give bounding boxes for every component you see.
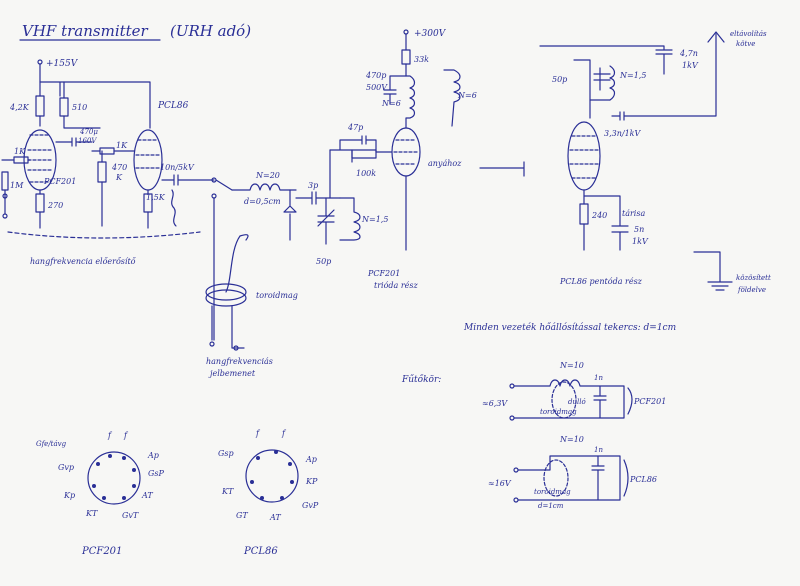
coil-n20-label: N=20: [255, 171, 280, 180]
pcf201-pin-gvp: Gvp: [58, 463, 74, 472]
modulator-section: N=20 d=0,5cm 3p 50p N=1,5 toroidmag hang…: [205, 171, 388, 378]
supply-155v-label: +155V: [46, 59, 79, 69]
heater2-diameter: d=1cm: [538, 502, 564, 510]
ground-label: közösített: [736, 274, 771, 282]
heater1-tube: PCF201: [633, 397, 666, 406]
tube-pcf201-osc-label2: trióda rész: [374, 281, 419, 290]
pcf201-base-label: PCF201: [81, 546, 122, 557]
cap-47p-label: 47p: [347, 123, 363, 132]
coil-n6b-label: N=6: [457, 91, 477, 100]
resistor-4-2k: [35, 95, 45, 117]
winding-note: Minden vezeték hőállósítással tekercs: d…: [463, 322, 676, 333]
resistor-100k-label: 100k: [356, 169, 376, 178]
resistor-1k-label: 1K: [116, 141, 128, 150]
pcf201-pin-kp: Kp: [63, 491, 75, 500]
resistor-510-label: 510: [72, 103, 87, 112]
cap-3p-label: 3p: [308, 181, 318, 190]
antenna-label: eltávolítás: [730, 30, 767, 38]
cap-50p-b-label: 50p: [552, 75, 567, 84]
audio-preamp-section: +155V 4,2K 510 470μ 160V PCF201 1K 1M 27…: [1, 59, 215, 266]
heater1-dash: dulló: [568, 398, 586, 406]
pcf201-pin-gfe: Gfe/távg: [36, 440, 67, 448]
tube-pcl86-preamp: [133, 129, 163, 191]
heater2-voltage: ≈16V: [488, 479, 512, 488]
coil-n1-5-label: N=1,5: [361, 215, 388, 224]
tarisa-label: tárisa: [622, 209, 645, 218]
tube-pcf201-osc-label: PCF201: [367, 269, 400, 278]
audio-input-label: hangfrekvenciás: [206, 357, 273, 366]
pcf201-pin-gvt: GvT: [122, 511, 139, 520]
coil-n1-5b-label: N=1,5: [619, 71, 646, 80]
heater2-turns: N=10: [559, 435, 584, 444]
pcl86-pin-kt: KT: [221, 487, 234, 496]
pcl86-pentode-label: PCL86 pentóda rész: [559, 277, 643, 286]
pcf201-pin-f2: f: [123, 431, 129, 440]
power-amp-section: 4,7n 1kV 50p N=1,5 eltávolítás kötve 3,3…: [539, 30, 771, 294]
pcl86-pin-gvp: GvP: [302, 501, 319, 510]
pcf201-pinout: Gfe/távg f f Ap Gvp GsP Kp AT KT GvT PCF…: [36, 431, 164, 557]
title-paren: (URH adó): [170, 22, 251, 40]
antenna-label2: kötve: [736, 40, 755, 48]
cap-5n-voltage: 1kV: [632, 237, 649, 246]
heater1-core: toroidmag: [540, 408, 577, 416]
cap-50p-label: 50p: [316, 257, 331, 266]
title: VHF transmitter: [22, 22, 149, 40]
resistor-240-label: 240: [591, 211, 607, 220]
coil-n6-label: N=6: [381, 99, 401, 108]
toroid-label: toroidmag: [256, 291, 298, 300]
tube-pcl86-label: PCL86: [157, 101, 189, 111]
heater2-tube: PCL86: [629, 475, 657, 484]
heater-circuits: Fűtőkör: ≈6,3V N=10 1n dulló toroidmag P…: [401, 361, 666, 510]
pcl86-pin-at: AT: [269, 513, 281, 522]
pcf201-pin-kt: KT: [85, 509, 98, 518]
resistor-1k-input-label: 1K: [14, 147, 26, 156]
heater1-turns: N=10: [559, 361, 584, 370]
audio-preamp-label: hangfrekvencia előerősítő: [30, 257, 137, 266]
resistor-470k-label: 470: [111, 163, 127, 172]
heater1-voltage: ≈6,3V: [482, 399, 508, 408]
pcf201-pin-at: AT: [141, 491, 153, 500]
oscillator-section: +300V 33k 470p 500V N=6 N=6 anyához 47p …: [329, 29, 525, 290]
resistor-4-2k-label: 4,2K: [9, 103, 30, 112]
supply-300v-label: +300V: [414, 29, 447, 39]
coil-diameter-label: d=0,5cm: [244, 197, 281, 206]
ground-label2: földelve: [737, 286, 766, 294]
pcl86-base-label: PCL86: [243, 546, 278, 557]
cap-470p-voltage: 500V: [366, 83, 388, 92]
cap-470u-voltage: 160V: [78, 137, 97, 145]
heater2-core: toroidmag: [534, 488, 571, 496]
cap-3-3n-label: 3,3n/1kV: [604, 129, 642, 138]
pcl86-pin-f3: f: [255, 429, 261, 438]
cap-5n-label: 5n: [634, 225, 644, 234]
cap-470p-label: 470p: [365, 71, 386, 80]
resistor-1-5k-label: 1,5K: [146, 193, 166, 202]
pcl86-pin-ap: Ap: [305, 455, 317, 464]
resistor-470k-unit: K: [115, 173, 123, 182]
resistor-1m-label: 1M: [10, 181, 24, 190]
pcl86-pinout: Gsp f f Ap KP KT GT AT GvP PCL86: [218, 429, 319, 557]
audio-input-label2: jelbemenet: [208, 369, 256, 378]
pcl86-pin-f4: f: [281, 429, 287, 438]
resistor-33k-label: 33k: [414, 55, 429, 64]
pcl86-pin-kp: KP: [305, 477, 318, 486]
heater2-cap: 1n: [594, 446, 603, 454]
heater-label: Fűtőkör:: [401, 374, 441, 385]
cap-4-7n-label: 4,7n: [679, 49, 698, 58]
tube-pcl86-pentode: [567, 121, 601, 191]
cap-4-7n-voltage: 1kV: [682, 61, 699, 70]
heater1-cap: 1n: [594, 374, 603, 382]
pcf201-pin-f1: f: [107, 431, 113, 440]
pcl86-pin-gt: GT: [236, 511, 248, 520]
cap-10n-label: 10n/5kV: [160, 163, 195, 172]
tube-pcf201-label: PCF201: [43, 177, 76, 186]
pcl86-pin-gsp: Gsp: [218, 449, 234, 458]
cap-470u-label: 470μ: [79, 128, 98, 136]
anode-label: anyához: [428, 159, 462, 168]
pcf201-pin-ap: Ap: [147, 451, 159, 460]
pcf201-pin-gsp: GsP: [148, 469, 164, 478]
resistor-270-label: 270: [47, 201, 63, 210]
